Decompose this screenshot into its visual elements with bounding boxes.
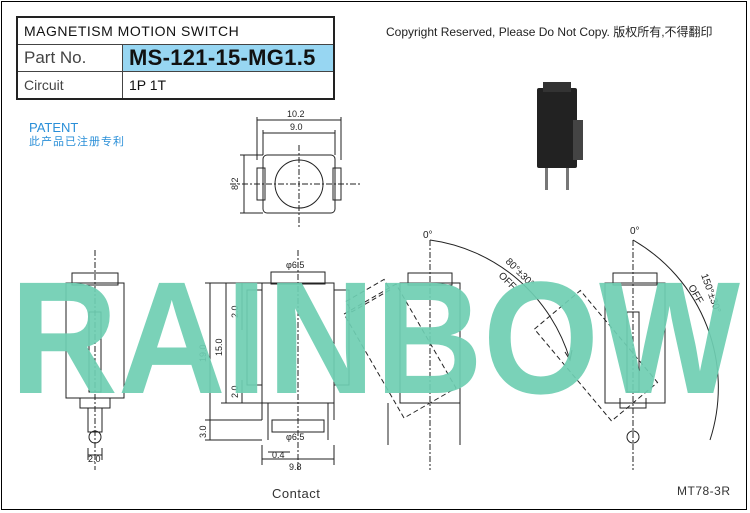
actuation-view-80	[343, 239, 573, 470]
product-photo	[537, 82, 583, 190]
dim-8-2: 8.2	[230, 177, 240, 190]
dim-3: 3.0	[198, 425, 208, 438]
part-number-label: Part No.	[16, 44, 123, 72]
dim-10-2: 10.2	[287, 109, 305, 119]
angle-zero-b: 0°	[630, 226, 640, 237]
dim-left-2: 2.0	[88, 454, 101, 464]
circuit-label: Circuit	[16, 71, 123, 100]
dim-2-lower: 2.0	[230, 385, 240, 398]
dim-dia-top: φ6.5	[286, 260, 304, 270]
actuation-view-150	[533, 239, 719, 470]
contact-label: Contact	[272, 486, 321, 501]
dim-dia-bottom: φ6.5	[286, 432, 304, 442]
circuit-value: 1P 1T	[122, 71, 335, 100]
patent-en: PATENT	[29, 120, 79, 135]
dim-9-8: 9.8	[289, 462, 302, 472]
dim-15: 15.0	[214, 338, 224, 356]
copyright-notice: Copyright Reserved, Please Do Not Copy. …	[386, 25, 713, 39]
patent-block: PATENT 此产品已注册专利	[29, 120, 125, 150]
angle-zero-a: 0°	[423, 230, 433, 241]
dim-19: 19.0	[198, 344, 208, 362]
top-view	[230, 117, 360, 228]
middle-elevation-view	[205, 250, 350, 470]
table-title: MAGNETISM MOTION SWITCH	[16, 16, 335, 45]
part-info-table: MAGNETISM MOTION SWITCH Part No. MS-121-…	[16, 16, 335, 100]
part-number-value: MS-121-15-MG1.5	[122, 44, 335, 72]
dim-0-4: 0.4	[272, 450, 285, 460]
patent-cn: 此产品已注册专利	[29, 136, 125, 148]
rainbow-watermark: RAINBOW	[10, 248, 740, 427]
dim-2-upper: 2.0	[230, 305, 240, 318]
dim-9-0: 9.0	[290, 122, 303, 132]
model-code: MT78-3R	[677, 484, 731, 498]
left-side-view	[65, 250, 125, 470]
